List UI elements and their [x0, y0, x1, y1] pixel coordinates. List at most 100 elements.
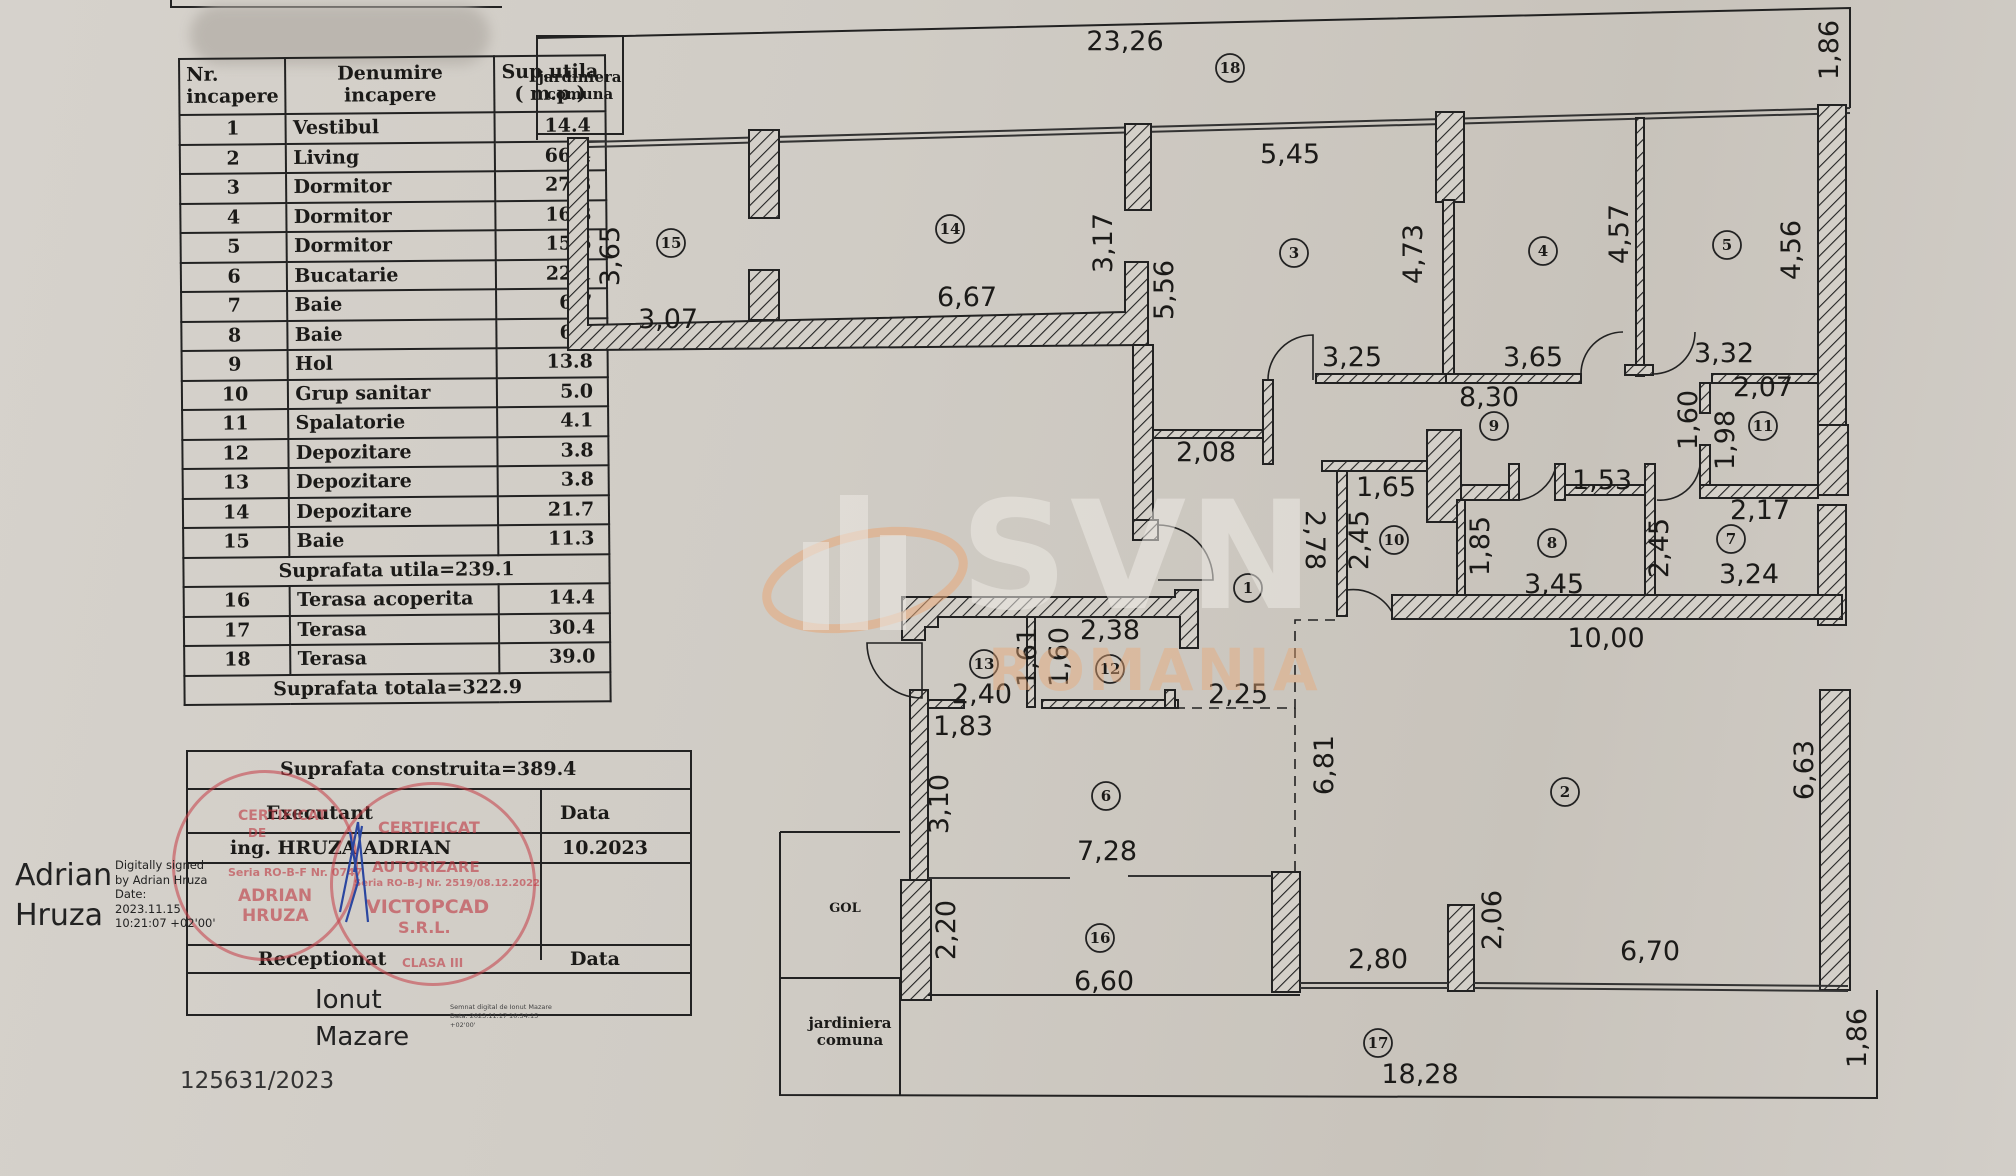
svg-text:1,65: 1,65 [1356, 472, 1416, 503]
executant-date: 10.2023 [562, 837, 648, 859]
svg-text:comuna: comuna [817, 1031, 884, 1049]
svg-text:3,45: 3,45 [1524, 569, 1584, 600]
svg-text:14: 14 [940, 220, 961, 238]
svg-text:12: 12 [1100, 660, 1121, 678]
svg-text:8,30: 8,30 [1459, 382, 1519, 413]
seal-right-line: VICTOPCAD [366, 896, 490, 918]
svg-text:6,70: 6,70 [1620, 936, 1680, 967]
svg-text:3,25: 3,25 [1322, 342, 1382, 373]
executant-data-label: Data [560, 802, 610, 824]
date-column-divider [540, 790, 542, 960]
seal-left-line: Seria RO-B-F Nr. 0747 [228, 866, 363, 879]
svg-text:5,56: 5,56 [1149, 260, 1180, 320]
handwritten-signature [338, 821, 370, 923]
svg-text:2,38: 2,38 [1080, 615, 1140, 646]
svg-text:2,45: 2,45 [1344, 510, 1375, 570]
terrace-17-outline [779, 831, 1878, 1100]
svg-text:1: 1 [1243, 579, 1253, 597]
dimension-labels: 23,26 3,07 6,67 5,45 3,25 3,65 3,32 8,30… [638, 26, 1793, 1090]
svg-text:3,10: 3,10 [924, 774, 955, 834]
svg-text:jardiniera: jardiniera [806, 1014, 891, 1032]
svg-text:2,06: 2,06 [1477, 890, 1508, 950]
signature-name-line2: Hruza [15, 898, 104, 933]
svg-text:5,45: 5,45 [1260, 139, 1320, 170]
svg-text:1,60: 1,60 [1673, 390, 1704, 450]
seal-right [330, 782, 536, 986]
svg-text:2,25: 2,25 [1208, 679, 1268, 710]
svg-text:23,26: 23,26 [1086, 26, 1163, 57]
signature2-name-line2: Mazare [315, 1022, 410, 1052]
svg-text:1,86: 1,86 [1842, 1008, 1873, 1068]
svg-text:2,80: 2,80 [1348, 944, 1408, 975]
svg-text:2,20: 2,20 [931, 900, 962, 960]
svg-text:10,00: 10,00 [1567, 623, 1644, 654]
walls [567, 104, 1851, 1001]
svg-text:1,85: 1,85 [1465, 516, 1496, 576]
document-number: 125631/2023 [180, 1068, 335, 1094]
svg-text:18: 18 [1220, 59, 1241, 77]
svg-text:9: 9 [1489, 417, 1499, 435]
svg-text:4,56: 4,56 [1776, 220, 1807, 280]
signature2-details: Semnat digital de Ionut Mazare Data: 202… [450, 1003, 552, 1029]
received-data-label: Data [570, 948, 620, 970]
svg-text:17: 17 [1368, 1034, 1389, 1052]
svg-text:8: 8 [1547, 534, 1557, 552]
svg-text:3,24: 3,24 [1719, 559, 1779, 590]
svg-text:6,81: 6,81 [1309, 735, 1340, 795]
svg-text:2,78: 2,78 [1299, 510, 1330, 570]
signature-details: Digitally signed by Adrian Hruza Date: 2… [115, 858, 216, 930]
seal-right-line: Seria RO-B-J Nr. 2519/08.12.2022 [354, 878, 540, 889]
vertical-dimension-labels: 1,86 3,65 3,17 5,56 4,73 4,57 4,56 1,60 … [595, 20, 1873, 1068]
title-block: Suprafata construita=389.4 Executant Dat… [172, 750, 692, 1016]
svg-text:13: 13 [974, 655, 995, 673]
svg-text:GOL: GOL [829, 901, 861, 916]
svg-text:7,28: 7,28 [1077, 836, 1137, 867]
svg-text:3,07: 3,07 [638, 304, 698, 335]
svg-text:6,67: 6,67 [937, 282, 997, 313]
svg-text:10: 10 [1384, 531, 1405, 549]
seal-left-line: HRUZA [242, 906, 309, 926]
watermark-brand: SVN [960, 470, 1316, 644]
svg-text:6,60: 6,60 [1074, 966, 1134, 997]
svg-text:1,98: 1,98 [1710, 410, 1741, 470]
void-area: GOL [829, 901, 861, 916]
svg-text:7: 7 [1726, 530, 1736, 548]
svn-watermark-logo [762, 495, 968, 634]
svg-text:1,61: 1,61 [1012, 627, 1043, 687]
svg-text:3: 3 [1289, 244, 1299, 262]
south-glazing [928, 875, 1849, 992]
redacted-area [190, 5, 490, 65]
signature2-name-line1: Ionut [315, 985, 382, 1015]
svg-text:4: 4 [1538, 242, 1548, 260]
svg-text:1,53: 1,53 [1572, 465, 1632, 496]
svg-text:6,63: 6,63 [1789, 740, 1820, 800]
svg-text:3,32: 3,32 [1694, 338, 1754, 369]
svg-text:5: 5 [1722, 236, 1732, 254]
svg-text:11: 11 [1753, 417, 1774, 435]
svg-text:6: 6 [1101, 787, 1111, 805]
svg-text:comuna: comuna [547, 85, 614, 103]
seal-left-line: DE [248, 826, 267, 840]
svg-text:4,73: 4,73 [1398, 224, 1429, 284]
built-area-text: Suprafata construita=389.4 [280, 758, 577, 780]
svg-text:2,08: 2,08 [1176, 437, 1236, 468]
svg-text:16: 16 [1090, 929, 1111, 947]
terrace-18-outline [536, 6, 1851, 140]
svg-text:1,60: 1,60 [1044, 627, 1075, 687]
svg-text:2: 2 [1560, 783, 1570, 801]
room-markers [656, 53, 1778, 1058]
svg-text:3,65: 3,65 [595, 226, 626, 286]
seal-left-line: CERTIFICAT [238, 808, 328, 824]
svg-text:18,28: 18,28 [1381, 1059, 1458, 1090]
svg-text:jardiniera: jardiniera [536, 68, 621, 86]
seal-right-line: CERTIFICAT [378, 818, 480, 837]
signature-name-line1: Adrian [15, 858, 113, 893]
svg-text:2,17: 2,17 [1730, 495, 1790, 526]
svg-text:4,57: 4,57 [1604, 204, 1635, 264]
watermark-sub: ROMANIA [988, 636, 1321, 704]
svg-text:3,65: 3,65 [1503, 342, 1563, 373]
svg-text:2,07: 2,07 [1733, 372, 1793, 403]
svg-text:1,86: 1,86 [1814, 20, 1845, 80]
